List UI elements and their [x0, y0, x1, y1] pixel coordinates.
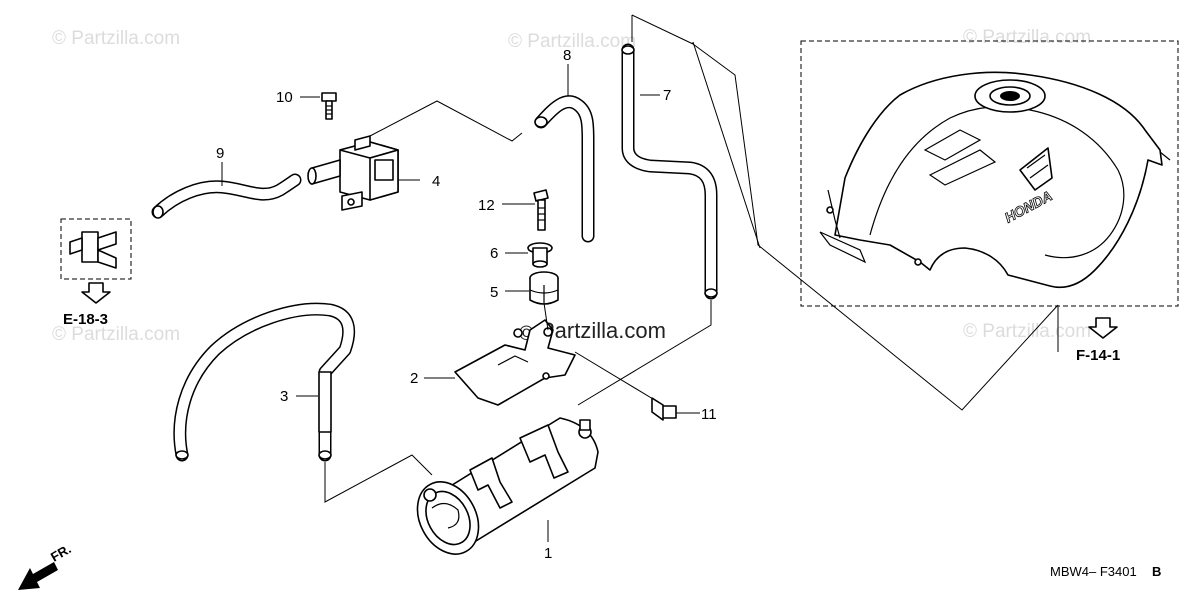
callout-1: 1 — [544, 545, 552, 562]
watermark-center: © Partzilla.com — [519, 318, 666, 345]
connection-line-valve — [369, 100, 523, 142]
hose-9[interactable] — [151, 173, 302, 219]
front-label: FR. — [48, 541, 74, 564]
bolt-11[interactable] — [651, 397, 677, 421]
callout-5: 5 — [490, 284, 498, 301]
hose-8[interactable] — [534, 95, 595, 243]
bolt-12[interactable] — [533, 189, 549, 231]
watermark-mid-left: © Partzilla.com — [52, 324, 180, 345]
fuel-tank-reference — [800, 40, 1179, 307]
hose-3[interactable] — [173, 302, 356, 462]
reference-label-f-14-1[interactable]: F-14-1 — [1076, 347, 1120, 364]
callout-4: 4 — [432, 173, 440, 190]
bolt-10[interactable] — [321, 92, 337, 120]
watermark-top-center: © Partzilla.com — [508, 31, 636, 52]
connection-line-tank — [692, 41, 761, 249]
connection-line-7-diag — [631, 14, 694, 45]
callout-11: 11 — [701, 406, 717, 423]
valve-4[interactable] — [307, 135, 399, 211]
connection-line-3-canister — [324, 454, 433, 503]
connection-line-grommet — [543, 302, 549, 331]
grommet-5[interactable] — [529, 271, 559, 305]
collar-6[interactable] — [527, 242, 553, 268]
bracket-2[interactable] — [454, 319, 576, 406]
reference-arrow-e-18-3[interactable] — [81, 282, 111, 304]
svg-text:Partzilla.com: Partzilla.com — [540, 318, 666, 343]
diagram-code-suffix: B — [1152, 564, 1161, 579]
callout-7: 7 — [663, 87, 671, 104]
reference-box-e-18-3 — [60, 218, 132, 280]
callout-12: 12 — [478, 197, 495, 214]
canister-1[interactable] — [405, 417, 599, 565]
watermark-top-left: © Partzilla.com — [52, 28, 180, 49]
connection-line-7-canister — [577, 300, 712, 406]
callout-8: 8 — [563, 47, 571, 64]
reference-label-e-18-3[interactable]: E-18-3 — [63, 311, 108, 328]
watermark-top-right: © Partzilla.com — [963, 27, 1091, 48]
callout-6: 6 — [490, 245, 498, 262]
watermark-mid-right: © Partzilla.com — [963, 321, 1091, 342]
callout-3: 3 — [280, 388, 288, 405]
callout-10: 10 — [276, 89, 293, 106]
connection-line-11 — [574, 351, 659, 403]
diagram-code: MBW4– F3401 — [1050, 564, 1137, 579]
callout-2: 2 — [410, 370, 418, 387]
reference-arrow-f-14-1[interactable] — [1088, 317, 1118, 339]
hose-7[interactable] — [621, 43, 718, 300]
callout-9: 9 — [216, 145, 224, 162]
front-direction-arrow — [18, 562, 58, 590]
connection-line-tank-box — [692, 43, 1059, 411]
